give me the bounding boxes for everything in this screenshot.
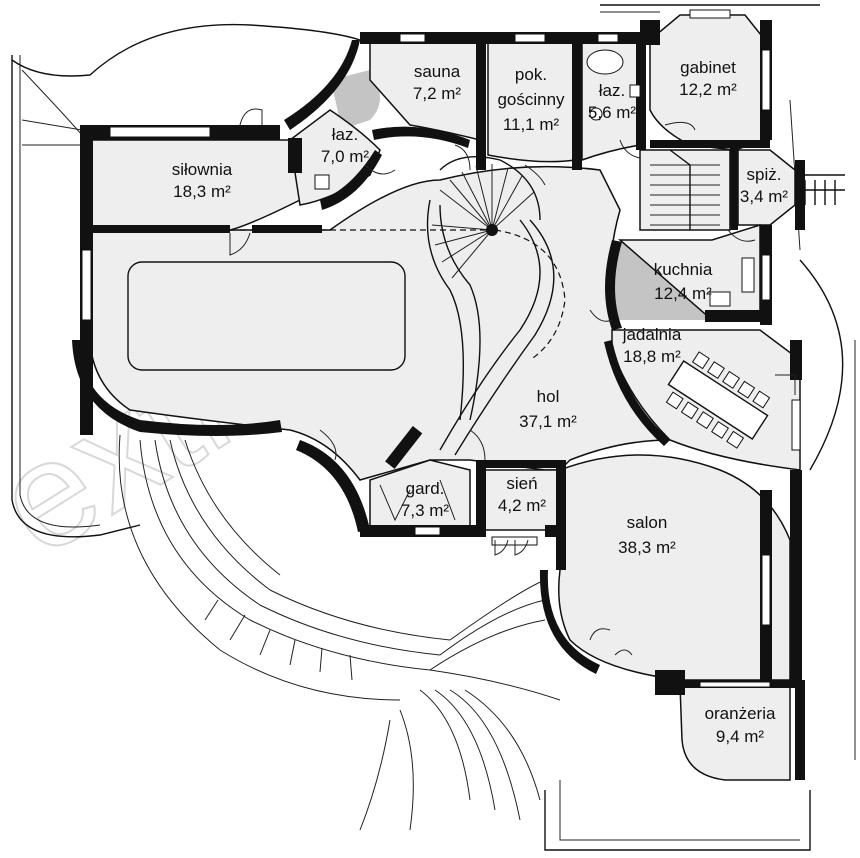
kitchen-stairs [650,149,720,230]
room-name-sauna: sauna [414,62,461,81]
room-area-pok-goscinny: 11,1 m² [503,115,560,134]
room-name-silownia: siłownia [172,160,233,179]
windows [81,9,801,688]
room-area-laz-1: 7,0 m² [321,147,370,166]
room-name-gabinet: gabinet [680,58,736,77]
pool [127,261,406,371]
room-name-jadalnia: jadalnia [622,325,682,344]
room-area-hol: 37,1 m² [519,412,577,431]
bath-fixtures [288,49,755,469]
room-name-gard: gard. [406,479,445,498]
room-name-sien: sień [506,474,537,493]
room-name-kuchnia: kuchnia [654,260,713,279]
dining-table [665,351,771,449]
room-area-jadalnia: 18,8 m² [623,347,681,366]
room-area-gard: 7,3 m² [401,501,450,520]
room-name-oranzeria: oranżeria [705,704,776,723]
room-name-hol: hol [537,387,560,406]
room-name-spiz: spiż. [747,165,782,184]
room-area-spiz: 3,4 m² [740,187,789,206]
room-labels: siłownia 18,3 m² łaz. 7,0 m² sauna 7,2 m… [172,58,789,746]
room-name-laz-2: łaz. [599,81,625,100]
room-area-kuchnia: 12,4 m² [654,284,712,303]
room-area-sauna: 7,2 m² [413,84,462,103]
room-area-sien: 4,2 m² [498,496,547,515]
doors [229,108,796,656]
room-area-oranzeria: 9,4 m² [716,727,765,746]
room-area-laz-2: 5,6 m² [588,103,637,122]
spiral-staircase [230,155,566,456]
room-area-salon: 38,3 m² [618,538,676,557]
terrace-lines [11,4,856,851]
room-name-salon: salon [627,513,668,532]
room-name-goscinny: gościnny [497,90,565,109]
room-area-silownia: 18,3 m² [173,182,231,201]
room-name-laz-1: łaz. [332,125,358,144]
room-floors [88,14,801,781]
room-name-pok: pok. [515,65,547,84]
room-area-gabinet: 12,2 m² [679,80,737,99]
